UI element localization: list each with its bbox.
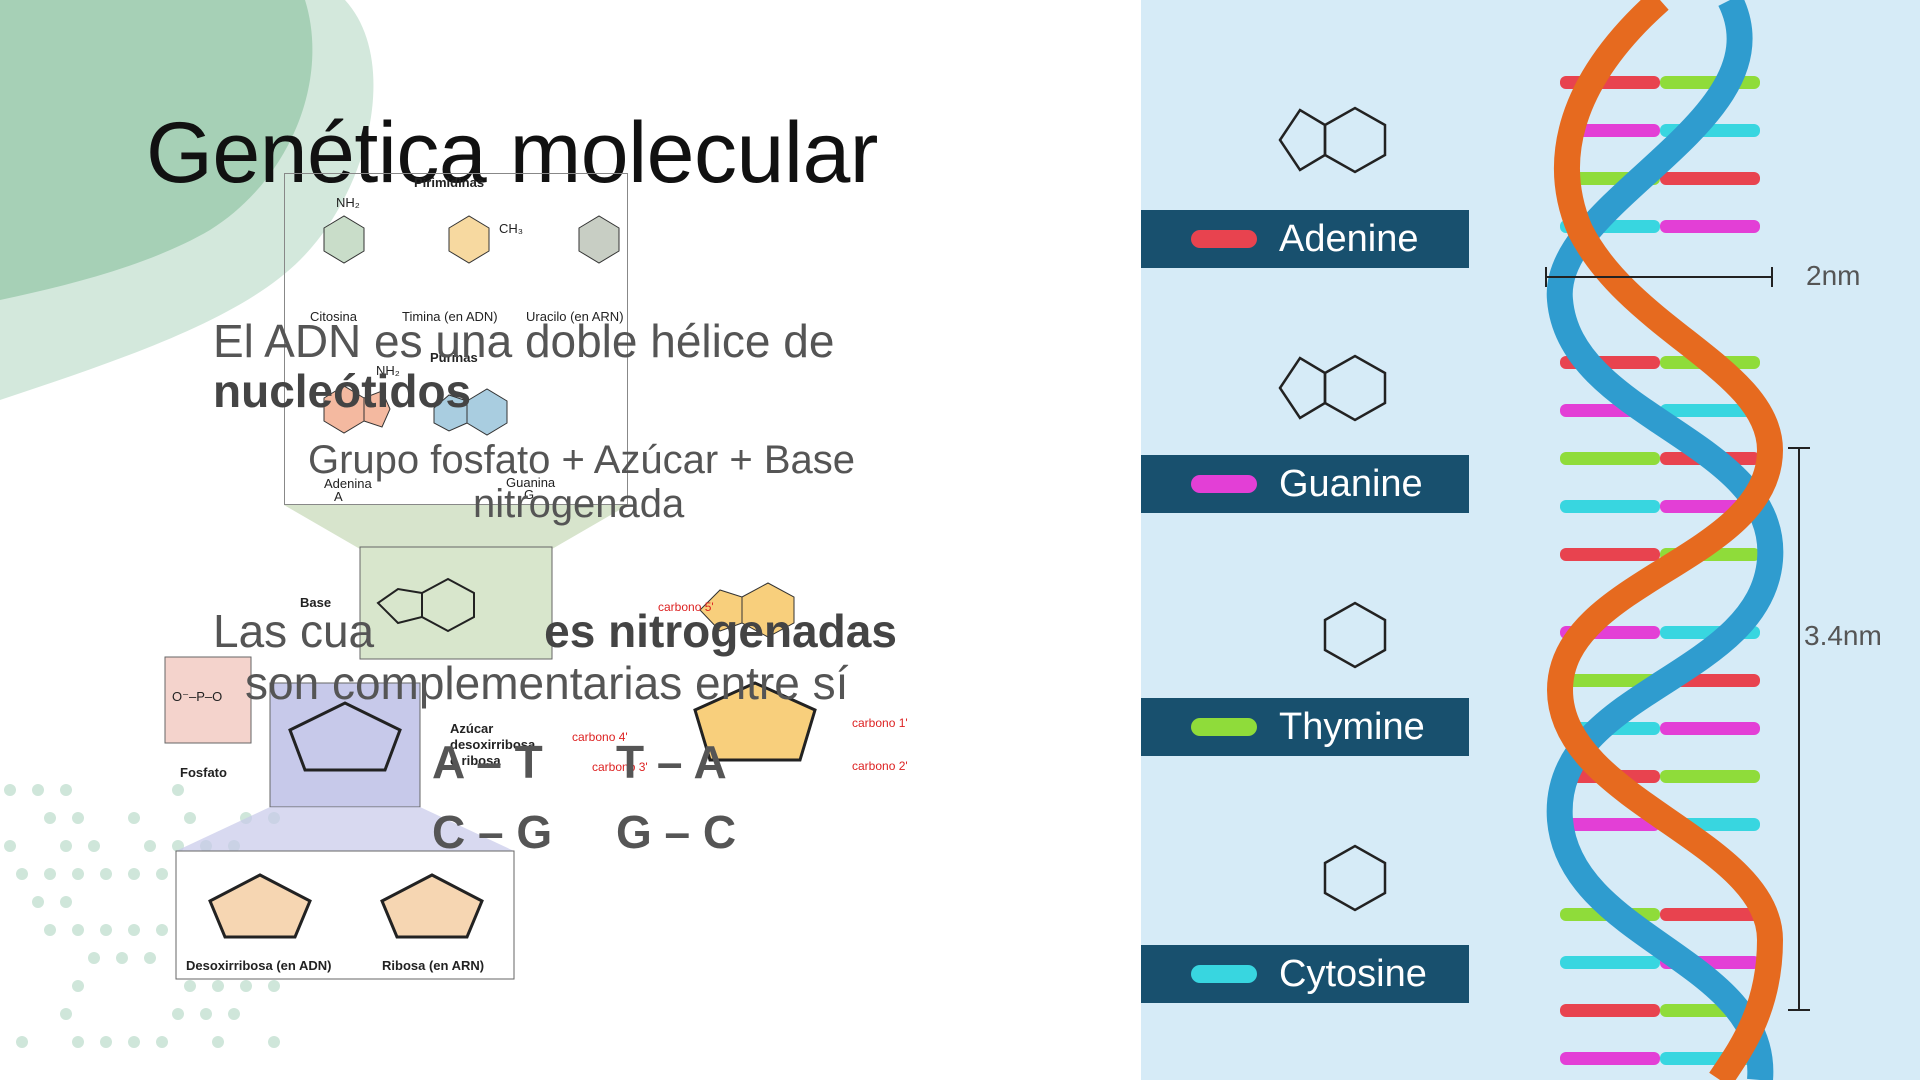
thymine-color-chip bbox=[1191, 718, 1257, 736]
fosfato-label: Fosfato bbox=[180, 765, 227, 780]
base-pair-rung bbox=[1660, 908, 1760, 921]
base-label-thymine: Thymine bbox=[1141, 698, 1469, 756]
adenina-letter: A bbox=[334, 489, 343, 504]
pitch-label: 3.4nm bbox=[1804, 620, 1882, 652]
base-pair-rung bbox=[1660, 76, 1760, 89]
bullet1-sub-line2: nitrogenada bbox=[473, 484, 684, 524]
base-pair-rung bbox=[1660, 770, 1760, 783]
adenine-color-chip bbox=[1191, 230, 1257, 248]
base-pair-rung bbox=[1660, 722, 1760, 735]
base-label-adenine: Adenine bbox=[1141, 210, 1469, 268]
azucar-label: Azúcar bbox=[450, 721, 493, 736]
guanine-color-chip bbox=[1191, 475, 1257, 493]
pitch-measure bbox=[1784, 446, 1814, 1014]
ribosa-label: Ribosa (en ARN) bbox=[382, 958, 484, 973]
base-pair-rung bbox=[1660, 220, 1760, 233]
svg-text:CH₃: CH₃ bbox=[499, 221, 523, 236]
carbono2-label: carbono 2' bbox=[852, 759, 908, 773]
base-pair-rung bbox=[1560, 548, 1660, 561]
base-pair-rung bbox=[1560, 452, 1660, 465]
pyrimidines-header: Pirimidinas bbox=[414, 175, 484, 190]
base-pair-rung bbox=[1560, 1052, 1660, 1065]
bullet1-sub-line1: Grupo fosfato + Azúcar + Base bbox=[308, 440, 855, 480]
desoxirribosa-label: Desoxirribosa (en ADN) bbox=[186, 958, 331, 973]
carbono1-label: carbono 1' bbox=[852, 716, 908, 730]
pair-t-a: T – A bbox=[616, 735, 727, 789]
dna-double-helix bbox=[1530, 0, 1790, 1080]
width-measure bbox=[1540, 262, 1780, 292]
pair-g-c: G – C bbox=[616, 805, 736, 859]
base-label-cytosine: Cytosine bbox=[1141, 945, 1469, 1003]
base-pair-rung bbox=[1560, 500, 1660, 513]
bullet1-bold: nucleótidos bbox=[213, 368, 471, 414]
base-pair-rung bbox=[1560, 1004, 1660, 1017]
svg-text:O⁻–P–O: O⁻–P–O bbox=[172, 689, 222, 704]
pair-a-t: A – T bbox=[432, 735, 543, 789]
cytosine-color-chip bbox=[1191, 965, 1257, 983]
svg-text:NH₂: NH₂ bbox=[336, 195, 360, 210]
bullet2-line1: Las cuaes nitrogenadas bbox=[213, 608, 897, 654]
base-label-guanine: Guanine bbox=[1141, 455, 1469, 513]
pair-c-g: C – G bbox=[432, 805, 552, 859]
base-pair-rung bbox=[1560, 956, 1660, 969]
base-pair-rung bbox=[1660, 172, 1760, 185]
bullet1-line1: El ADN es una doble hélice de bbox=[213, 318, 834, 364]
width-label: 2nm bbox=[1806, 260, 1860, 292]
bullet2-line2: son complementarias entre sí bbox=[245, 660, 848, 706]
